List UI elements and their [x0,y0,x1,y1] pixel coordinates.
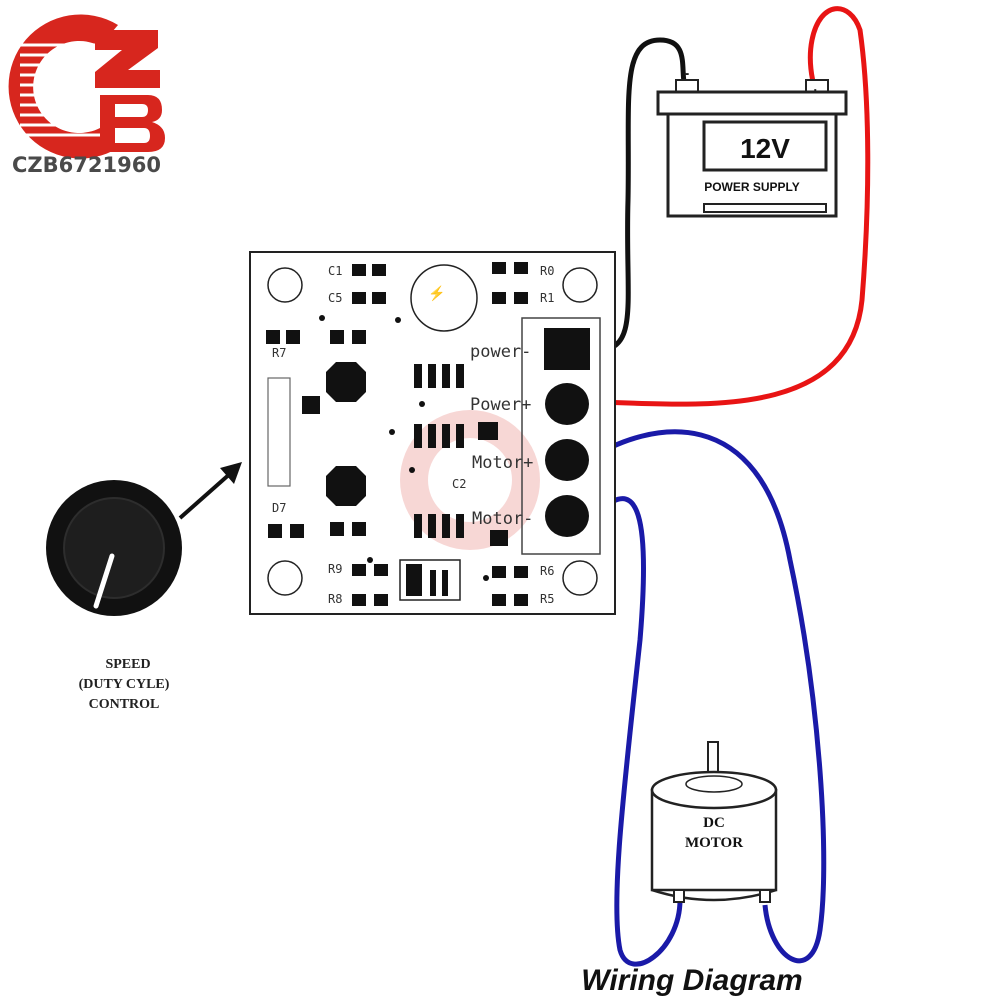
terminal-label-motor-negative: Motor- [472,509,533,529]
brand-logo: CZB6721960 [8,14,165,177]
logo-brand-text: CZB6721960 [12,153,161,177]
negative-wire [597,37,688,353]
battery-voltage-window [702,120,828,172]
label-r1: R1 [540,291,554,305]
terminal-label-motor-positive: Motor+ [472,453,533,473]
label-r0: R0 [540,264,554,278]
motor-positive-wire [586,429,827,964]
capacitor-electrolytic [410,264,478,332]
speed-control-knob [46,480,182,616]
knob-label-line3: CONTROL [89,697,160,712]
dc-motor: DC MOTOR [650,741,778,903]
label-c5: C5 [328,291,342,305]
terminal-pad-motor-positive [545,439,589,481]
label-r7: R7 [272,346,286,360]
ic-chip-middle [414,424,464,448]
logo-b-mark [100,95,165,152]
label-c1: C1 [328,264,342,278]
terminal-pad-power-negative [544,328,590,370]
terminal-block [521,317,601,555]
knob-label-line1: SPEED [105,657,150,672]
label-r9: R9 [328,562,342,576]
battery-voltage: 12V [740,133,790,164]
knob-label-line2: (DUTY CYLE) [79,677,170,692]
terminal-pad-motor-negative [545,495,589,537]
ic-chip-upper [414,364,464,388]
inductor-top [326,362,366,402]
inductor-bottom [326,466,366,506]
battery-power-supply: - + 12V POWER SUPPLY [656,65,848,218]
motor-terminal-left [673,889,685,903]
motor-label-line1: DC [703,815,725,831]
label-c2: C2 [452,477,466,491]
knob-to-board-arrow [178,462,242,520]
label-r6: R6 [540,564,554,578]
diagram-caption: Wiring Diagram [581,964,802,997]
battery-lid [656,90,848,116]
knob-pointer [93,553,115,609]
battery-negative-symbol: - [684,65,689,82]
battery-label: POWER SUPPLY [704,180,800,194]
logo-z-mark [95,30,160,88]
terminal-label-power-positive: Power+ [470,395,531,415]
mounting-hole-top-right [562,267,598,303]
motor-terminal-right [759,889,771,903]
mounting-hole-bottom-right [562,560,598,596]
motor-shaft [707,741,719,773]
label-r8: R8 [328,592,342,606]
positive-wire [597,6,871,407]
ic-chip-lower [414,514,464,538]
svg-text:⚡: ⚡ [428,285,445,302]
smd-pads [266,262,528,606]
pwm-controller-board: ⚡ C1 C5 R0 R1 R7 D7 C2 R9 R8 R6 R5 [249,251,616,615]
motor-negative-wire [594,496,683,967]
mounting-hole-bottom-left [267,560,303,596]
label-r5: R5 [540,592,554,606]
terminal-label-power-negative: power- [470,342,531,362]
motor-label-line2: MOTOR [685,835,743,851]
mounting-hole-top-left [267,267,303,303]
terminal-pad-power-positive [545,383,589,425]
pot-connector-outline [267,377,291,487]
label-d7: D7 [272,501,286,515]
battery-base-slot [703,203,827,213]
